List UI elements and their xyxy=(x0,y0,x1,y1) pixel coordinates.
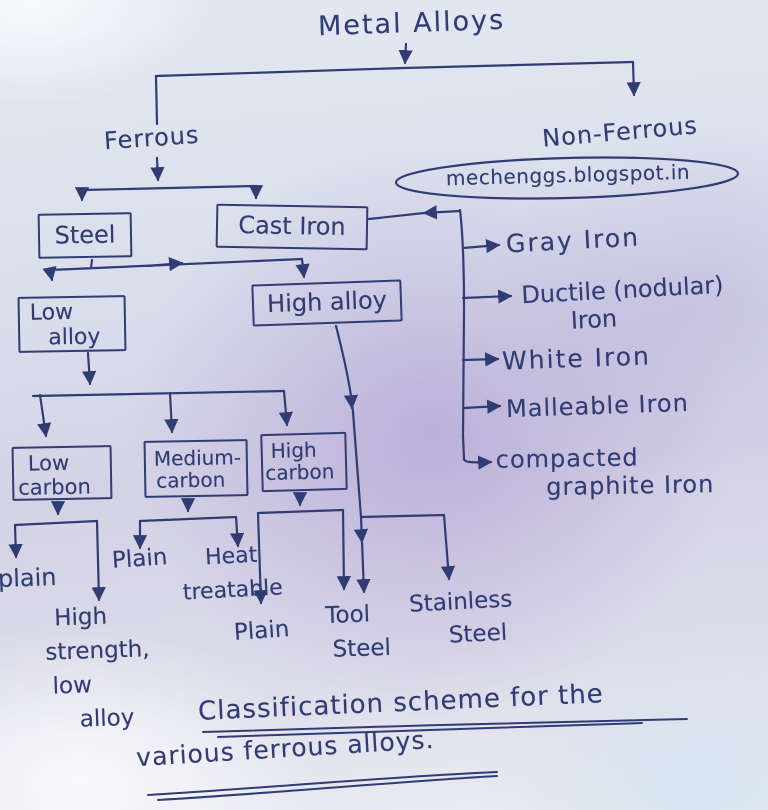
low-alloy-connectors xyxy=(31,351,293,438)
cast-iron-type-ductile: Ductile (nodular) Iron xyxy=(521,271,726,338)
watermark-oval xyxy=(394,156,740,200)
caption-underlines xyxy=(147,718,688,801)
leaf-high-strength-low-alloy: High strength, low alloy xyxy=(44,598,153,738)
leaf-tool-line2: Steel xyxy=(332,634,392,663)
high-alloy-connectors xyxy=(334,324,456,594)
leaf-tool-line1: Tool xyxy=(324,601,371,630)
leaf-hsla-line3: low xyxy=(52,672,93,700)
leaf-tool-steel: Tool Steel xyxy=(319,597,392,667)
node-steel: Steel xyxy=(37,212,133,259)
leaf-stainless-line2: Steel xyxy=(448,619,508,649)
cast-iron-type-compacted-line1: compacted xyxy=(495,443,639,474)
cast-iron-type-white-label: White Iron xyxy=(501,341,652,376)
node-low-carbon-line2: carbon xyxy=(18,474,91,500)
leaf-plain-high-carbon: Plain xyxy=(233,616,291,646)
top-level-connectors xyxy=(154,42,641,126)
node-low-carbon-line1: Low xyxy=(27,450,70,476)
diagram-title: Metal Alloys xyxy=(317,4,506,43)
node-high-alloy: High alloy xyxy=(251,279,403,327)
node-medium-carbon-line2: carbon xyxy=(156,467,226,494)
leaf-hsla-line4: alloy xyxy=(79,704,135,733)
cast-iron-type-compacted: compacted graphite Iron xyxy=(496,442,715,502)
node-medium-carbon: Medium- carbon xyxy=(143,439,249,498)
cast-iron-type-compacted-line2: graphite Iron xyxy=(546,470,715,502)
carbon-connectors xyxy=(8,492,351,605)
node-low-alloy-line1: Low xyxy=(29,299,74,326)
ferrous-connectors xyxy=(42,156,310,282)
node-cast-iron-label: Cast Iron xyxy=(238,211,346,241)
node-cast-iron: Cast Iron xyxy=(215,203,369,251)
leaf-stainless-steel: Stainless Steel xyxy=(408,583,515,654)
leaf-heat-line1: Heat xyxy=(204,542,258,571)
node-steel-label: Steel xyxy=(54,220,116,250)
node-high-carbon: High carbon xyxy=(260,431,348,493)
node-low-alloy-line2: alloy xyxy=(48,324,101,351)
node-low-carbon: Low carbon xyxy=(11,445,113,501)
node-high-alloy-label: High alloy xyxy=(266,285,388,319)
leaf-plain-low-carbon: plain xyxy=(0,562,57,594)
cast-iron-type-white: White Iron xyxy=(502,341,652,375)
cast-iron-connectors xyxy=(367,205,513,470)
leaf-plain-medium-carbon: Plain xyxy=(111,544,169,574)
leaf-hsla-line1: High xyxy=(53,603,108,632)
node-high-carbon-line2: carbon xyxy=(264,459,335,486)
leaf-heat-treatable: Heat treatable xyxy=(180,537,283,610)
leaf-heat-line2: treatable xyxy=(182,575,284,606)
node-low-alloy: Low alloy xyxy=(17,295,127,353)
leaf-hsla-line2: strength, xyxy=(44,636,151,666)
leaf-stainless-line1: Stainless xyxy=(408,586,513,618)
node-medium-carbon-line1: Medium- xyxy=(153,445,242,471)
